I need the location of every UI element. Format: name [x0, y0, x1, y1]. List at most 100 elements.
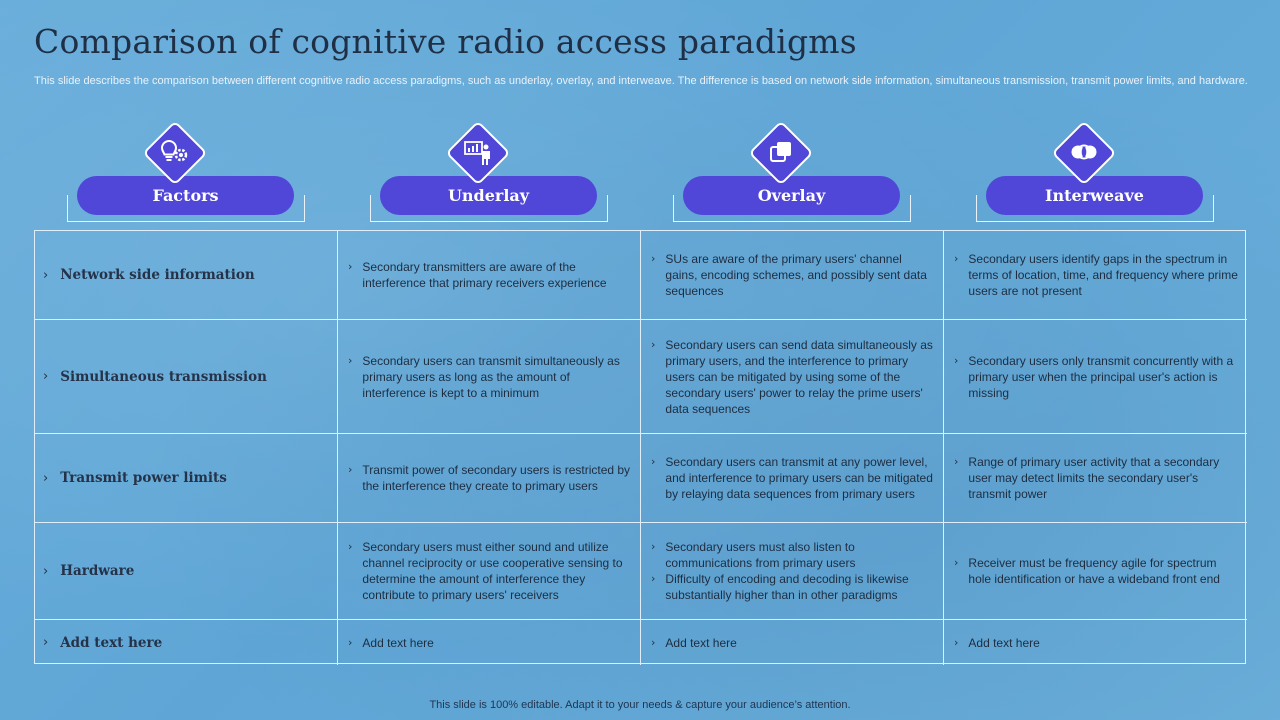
bullet-list: › Transmit power of secondary users is re…	[346, 462, 632, 494]
overlay-cell: › Secondary users can transmit at any pow…	[641, 434, 944, 523]
interweave-cell: › Add text here	[944, 620, 1247, 665]
bullet-text: Difficulty of encoding and decoding is l…	[665, 572, 909, 602]
bullet-list: › Add text here	[649, 635, 737, 651]
header-pill: Underlay	[380, 176, 597, 215]
chevron-right-icon: ›	[43, 470, 49, 486]
chevron-right-icon: ›	[43, 563, 49, 579]
header-overlay: Overlay	[673, 120, 913, 224]
bullet-text: SUs are aware of the primary users' chan…	[665, 252, 927, 298]
chevron-right-icon: ›	[651, 540, 656, 553]
bullet-list: › Range of primary user activity that a s…	[952, 454, 1239, 502]
chevron-right-icon: ›	[954, 455, 959, 468]
factor-cell: › Add text here	[35, 620, 338, 665]
bullet-text: Secondary users identify gaps in the spe…	[968, 252, 1238, 298]
bullet-text: Add text here	[665, 635, 737, 650]
factor-label: Transmit power limits	[60, 470, 227, 486]
chevron-right-icon: ›	[651, 252, 656, 265]
chevron-right-icon: ›	[651, 572, 656, 585]
presenter-chart-icon	[458, 132, 498, 172]
header-pill: Factors	[77, 176, 294, 215]
chevron-right-icon: ›	[651, 337, 656, 351]
chevron-right-icon: ›	[954, 353, 959, 367]
chevron-right-icon: ›	[348, 463, 353, 476]
header-underlay: Underlay	[370, 120, 610, 224]
bullet-text: Secondary users must also listen to comm…	[665, 540, 856, 570]
bullet-list: › Secondary users can transmit at any pow…	[649, 454, 935, 502]
bullet-list: ›Secondary transmitters are aware of the…	[346, 259, 632, 291]
overlay-cell: › Add text here	[641, 620, 944, 665]
overlap-squares-icon	[761, 132, 801, 172]
underlay-cell: ›Secondary users must either sound and u…	[338, 523, 641, 620]
bullet-list: › Add text here	[952, 635, 1040, 651]
header-frame	[370, 195, 608, 222]
chevron-right-icon: ›	[43, 267, 49, 283]
underlay-cell: › Transmit power of secondary users is re…	[338, 434, 641, 523]
chevron-right-icon: ›	[954, 252, 959, 265]
chevron-right-icon: ›	[651, 455, 656, 468]
bullet-text: Secondary users can send data simultaneo…	[665, 337, 933, 416]
bullet-item: › Difficulty of encoding and decoding is …	[649, 571, 935, 603]
factor-cell: › Hardware	[35, 523, 338, 620]
factor-label: Network side information	[60, 267, 255, 283]
slide-description: This slide describes the comparison betw…	[34, 75, 1248, 87]
chevron-right-icon: ›	[954, 556, 959, 569]
factor-label: Add text here	[60, 634, 163, 651]
chevron-right-icon: ›	[651, 635, 656, 649]
factor-cell: ›Simultaneous transmission	[35, 320, 338, 434]
chevron-right-icon: ›	[348, 260, 353, 273]
overlay-cell: › Secondary users can send data simultane…	[641, 320, 944, 434]
header-factors: Factors	[67, 120, 307, 224]
underlay-cell: ›Secondary transmitters are aware of the…	[338, 231, 641, 320]
chevron-right-icon: ›	[348, 635, 353, 649]
overlay-cell: › SUs are aware of the primary users' cha…	[641, 231, 944, 320]
overlay-cell: › Secondary users must also listen to com…	[641, 523, 944, 620]
bullet-item: › Secondary users must also listen to com…	[649, 539, 935, 571]
footer-note: This slide is 100% editable. Adapt it to…	[429, 699, 851, 711]
bullet-text: Secondary users can transmit simultaneou…	[362, 353, 620, 400]
header-pill: Interweave	[986, 176, 1203, 215]
comparison-table: › Network side information ›Secondary tran…	[34, 230, 1247, 665]
bullet-item: › Add text here	[346, 635, 434, 651]
bullet-list: › Receiver must be frequency agile for sp…	[952, 555, 1239, 587]
bullet-item: › Secondary users can transmit at any pow…	[649, 454, 935, 502]
bullet-item: › Secondary users only transmit concurren…	[952, 353, 1239, 401]
header-pill: Overlay	[683, 176, 900, 215]
bullet-text: Secondary users can transmit at any powe…	[665, 455, 933, 501]
factor-cell: › Network side information	[35, 231, 338, 320]
chevron-right-icon: ›	[43, 635, 49, 650]
chevron-right-icon: ›	[348, 540, 353, 553]
bullet-text: Receiver must be frequency agile for spe…	[968, 556, 1220, 586]
bullet-list: › Secondary users can send data simultane…	[649, 337, 935, 417]
page-title: Comparison of cognitive radio access par…	[34, 22, 857, 61]
bullet-item: › Add text here	[649, 635, 737, 651]
underlay-cell: › Secondary users can transmit simultaneo…	[338, 320, 641, 434]
bullet-list: › Add text here	[346, 635, 434, 651]
interweave-cell: › Receiver must be frequency agile for sp…	[944, 523, 1247, 620]
bullet-text: Add text here	[968, 635, 1040, 650]
underlay-cell: › Add text here	[338, 620, 641, 665]
bullet-text: Secondary users only transmit concurrent…	[968, 353, 1234, 400]
chevron-right-icon: ›	[348, 353, 353, 367]
bullet-text: Transmit power of secondary users is res…	[362, 463, 631, 493]
bullet-item: › Secondary users can transmit simultaneo…	[346, 353, 632, 401]
chevron-right-icon: ›	[954, 635, 959, 649]
bullet-item: › Secondary users can send data simultane…	[649, 337, 935, 417]
bullet-list: ›Secondary users must either sound and u…	[346, 539, 632, 603]
bullet-item: › SUs are aware of the primary users' cha…	[649, 251, 935, 299]
bullet-item: › Receiver must be frequency agile for sp…	[952, 555, 1239, 587]
bullet-text: Range of primary user activity that a se…	[968, 455, 1220, 501]
interweave-cell: › Range of primary user activity that a s…	[944, 434, 1247, 523]
factor-label: Hardware	[60, 563, 135, 579]
bullet-item: ›Secondary transmitters are aware of the…	[346, 259, 632, 291]
header-interweave: Interweave	[976, 120, 1216, 224]
bullet-item: › Transmit power of secondary users is re…	[346, 462, 632, 494]
chevron-right-icon: ›	[43, 369, 49, 384]
interweave-cell: › Secondary users identify gaps in the sp…	[944, 231, 1247, 320]
bullet-list: › Secondary users can transmit simultaneo…	[346, 353, 632, 401]
bullet-text: Add text here	[362, 635, 434, 650]
bullet-list: › Secondary users identify gaps in the sp…	[952, 251, 1239, 299]
header-frame	[976, 195, 1214, 222]
interweave-cell: › Secondary users only transmit concurren…	[944, 320, 1247, 434]
interlocking-circles-icon	[1064, 132, 1104, 172]
bullet-list: › Secondary users must also listen to com…	[649, 539, 935, 603]
